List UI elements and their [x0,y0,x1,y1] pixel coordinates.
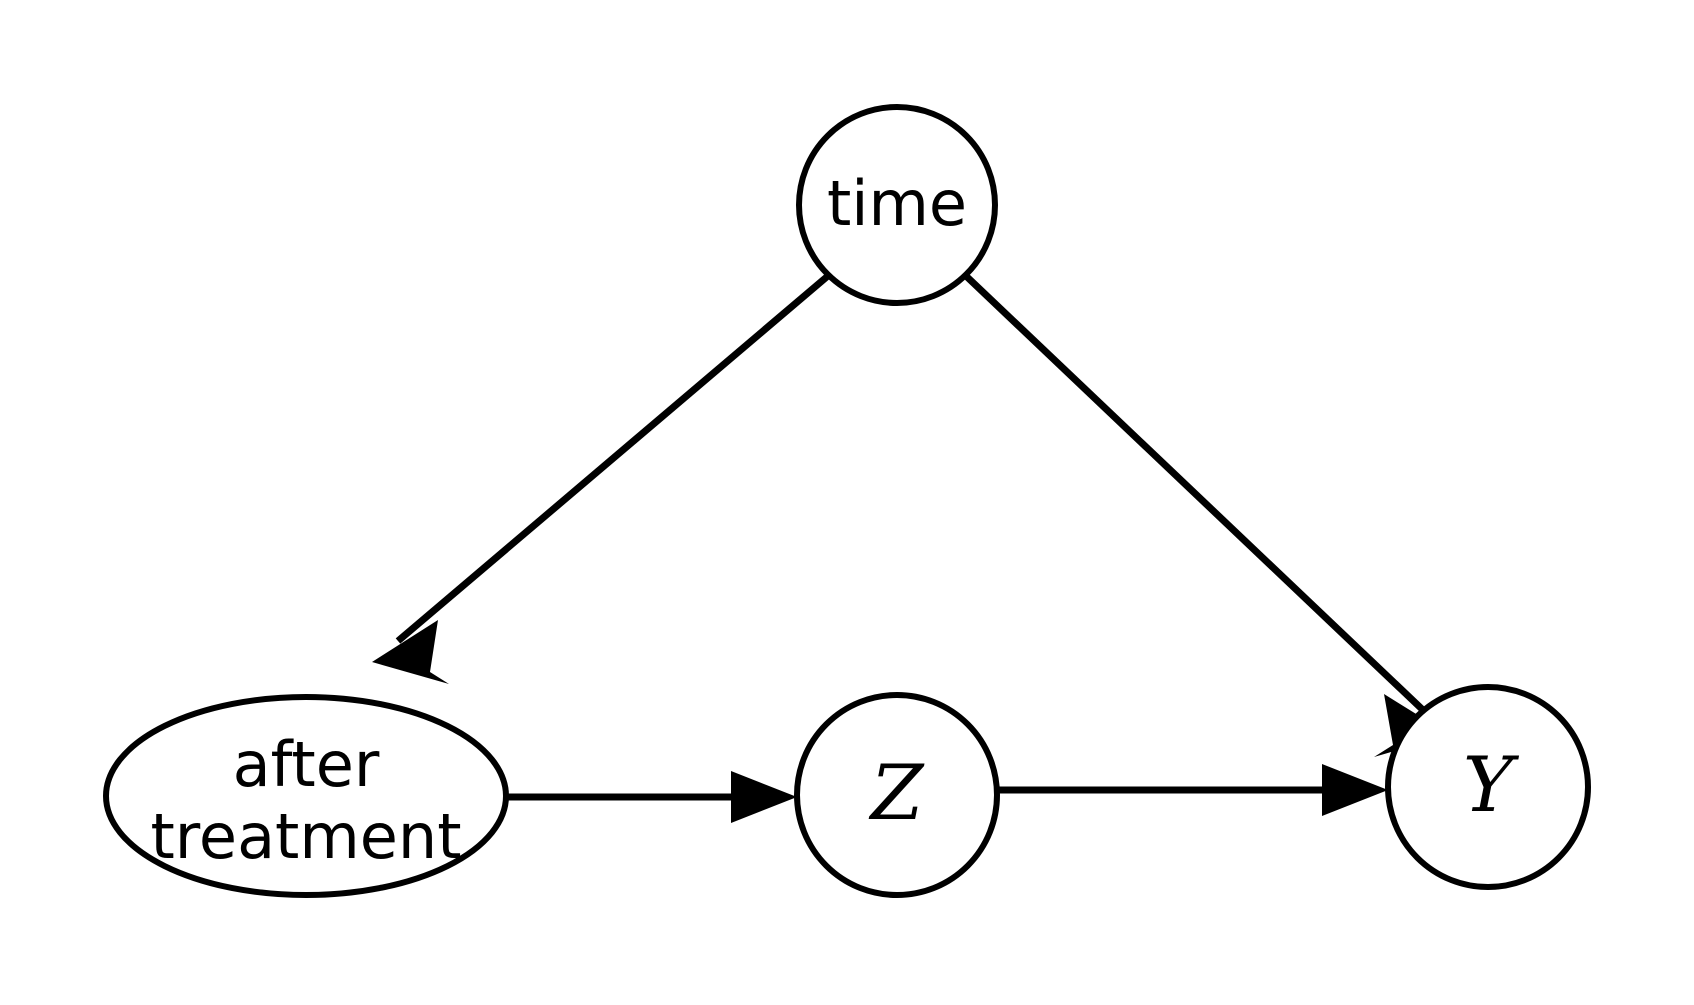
edge-line-time-y [962,272,1427,714]
node-y-circle [1385,684,1591,890]
node-z-circle [794,692,1000,898]
arrowhead-after-treatment-z [731,771,797,823]
node-after-treatment[interactable]: after treatment [103,694,509,898]
node-after-treatment-label-line2: treatment [150,800,461,873]
edge-time-to-after-treatment[interactable] [372,272,832,684]
arrowhead-z-y [1322,764,1388,816]
node-y-label: Y [1463,740,1520,829]
node-time-circle [796,104,998,306]
node-after-treatment-label-line1: after [233,728,380,801]
edge-after-treatment-to-z[interactable] [506,771,797,823]
edge-z-to-y[interactable] [997,764,1388,816]
node-time[interactable]: time [796,104,998,306]
node-y[interactable]: Y [1385,684,1591,890]
node-z[interactable]: Z [794,692,1000,898]
node-time-label: time [827,167,967,240]
node-z-label: Z [869,748,925,837]
edge-time-to-y[interactable] [962,272,1450,757]
edge-line-time-after-treatment [395,272,832,644]
node-after-treatment-ellipse [103,694,509,898]
arrowhead-time-after-treatment [372,620,449,684]
